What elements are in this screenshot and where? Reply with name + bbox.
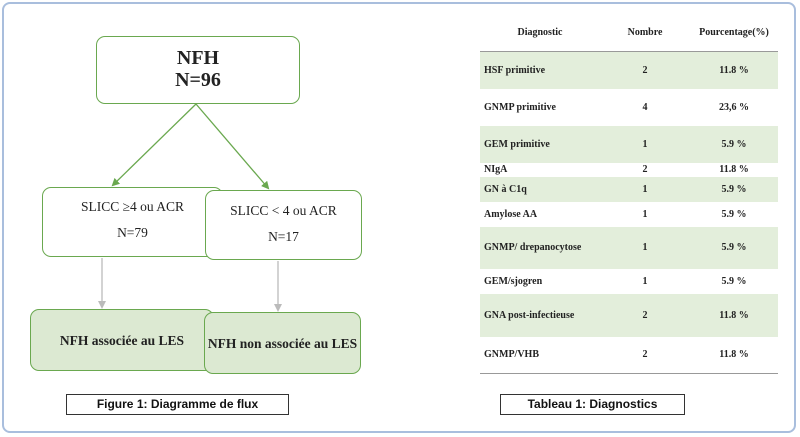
cell-diagnostic: GEM primitive bbox=[480, 125, 600, 163]
table-row: GEM/sjogren 1 5.9 % bbox=[480, 269, 778, 294]
arrow-root-to-right bbox=[195, 103, 270, 190]
cell-pourcentage: 5.9 % bbox=[721, 275, 747, 287]
arrow-root-to-left bbox=[111, 103, 197, 187]
right-criterion-label: SLICC < 4 ou ACR bbox=[230, 203, 337, 218]
cell-pourcentage: 5.9 % bbox=[721, 208, 747, 220]
left-count: N=79 bbox=[117, 225, 148, 240]
table-caption: Tableau 1: Diagnostics bbox=[500, 394, 685, 415]
cell-nombre: 2 bbox=[600, 51, 690, 89]
cell-nombre: 1 bbox=[600, 176, 690, 202]
cell-diagnostic: GNMP/ drepanocytose bbox=[480, 226, 600, 269]
cell-diagnostic: GEM/sjogren bbox=[484, 275, 543, 287]
header-nombre: Nombre bbox=[600, 15, 690, 52]
cell-nombre: 1 bbox=[642, 208, 648, 220]
cell-diagnostic: GNMP primitive bbox=[484, 101, 556, 113]
left-criterion-node: SLICC ≥4 ou ACR N=79 bbox=[42, 187, 223, 257]
root-title: NFH bbox=[176, 47, 220, 69]
right-outcome-node: NFH non associée au LES bbox=[204, 312, 361, 374]
header-diagnostic: Diagnostic bbox=[480, 15, 600, 52]
header-pourcentage: Pourcentage(%) bbox=[690, 15, 778, 52]
table-row: Amylose AA 1 5.9 % bbox=[480, 202, 778, 227]
left-outcome-label: NFH associée au LES bbox=[59, 332, 185, 348]
cell-nombre: 4 bbox=[642, 101, 648, 113]
right-count: N=17 bbox=[268, 229, 299, 244]
figure-caption: Figure 1: Diagramme de flux bbox=[66, 394, 289, 415]
cell-diagnostic: NIgA bbox=[484, 164, 508, 175]
cell-diagnostic: HSF primitive bbox=[480, 51, 600, 89]
cell-nombre: 1 bbox=[600, 125, 690, 163]
cell-nombre: 1 bbox=[600, 226, 690, 269]
cell-nombre: 2 bbox=[642, 164, 648, 175]
table-header-row: Diagnostic Nombre Pourcentage(%) bbox=[480, 15, 778, 52]
cell-pourcentage: 11.8 % bbox=[690, 293, 778, 337]
cell-nombre: 1 bbox=[642, 275, 648, 287]
cell-nombre: 2 bbox=[600, 336, 690, 374]
cell-pourcentage: 23,6 % bbox=[719, 101, 749, 113]
cell-diagnostic: GN à C1q bbox=[480, 176, 600, 202]
cell-pourcentage: 11.8 % bbox=[719, 164, 749, 175]
cell-diagnostic: GNMP/VHB bbox=[480, 336, 600, 374]
diagnostics-table: Diagnostic Nombre Pourcentage(%) HSF pri… bbox=[480, 15, 778, 374]
cell-diagnostic: Amylose AA bbox=[484, 208, 538, 220]
left-criterion-label: SLICC ≥4 ou ACR bbox=[80, 199, 185, 214]
left-outcome-node: NFH associée au LES bbox=[30, 309, 214, 371]
cell-pourcentage: 5.9 % bbox=[690, 125, 778, 163]
table-row: NIgA 2 11.8 % bbox=[480, 163, 778, 177]
cell-pourcentage: 11.8 % bbox=[690, 336, 778, 374]
cell-pourcentage: 5.9 % bbox=[690, 226, 778, 269]
root-count: N=96 bbox=[175, 69, 221, 91]
cell-nombre: 2 bbox=[600, 293, 690, 337]
root-node: NFH N=96 bbox=[96, 36, 300, 104]
cell-pourcentage: 11.8 % bbox=[690, 51, 778, 89]
table-row: GNMP primitive 4 23,6 % bbox=[480, 89, 778, 126]
cell-pourcentage: 5.9 % bbox=[690, 176, 778, 202]
right-criterion-node: SLICC < 4 ou ACR N=17 bbox=[205, 190, 362, 260]
right-outcome-label: NFH non associée au LES bbox=[207, 335, 358, 351]
cell-diagnostic: GNA post-infectieuse bbox=[480, 293, 600, 337]
